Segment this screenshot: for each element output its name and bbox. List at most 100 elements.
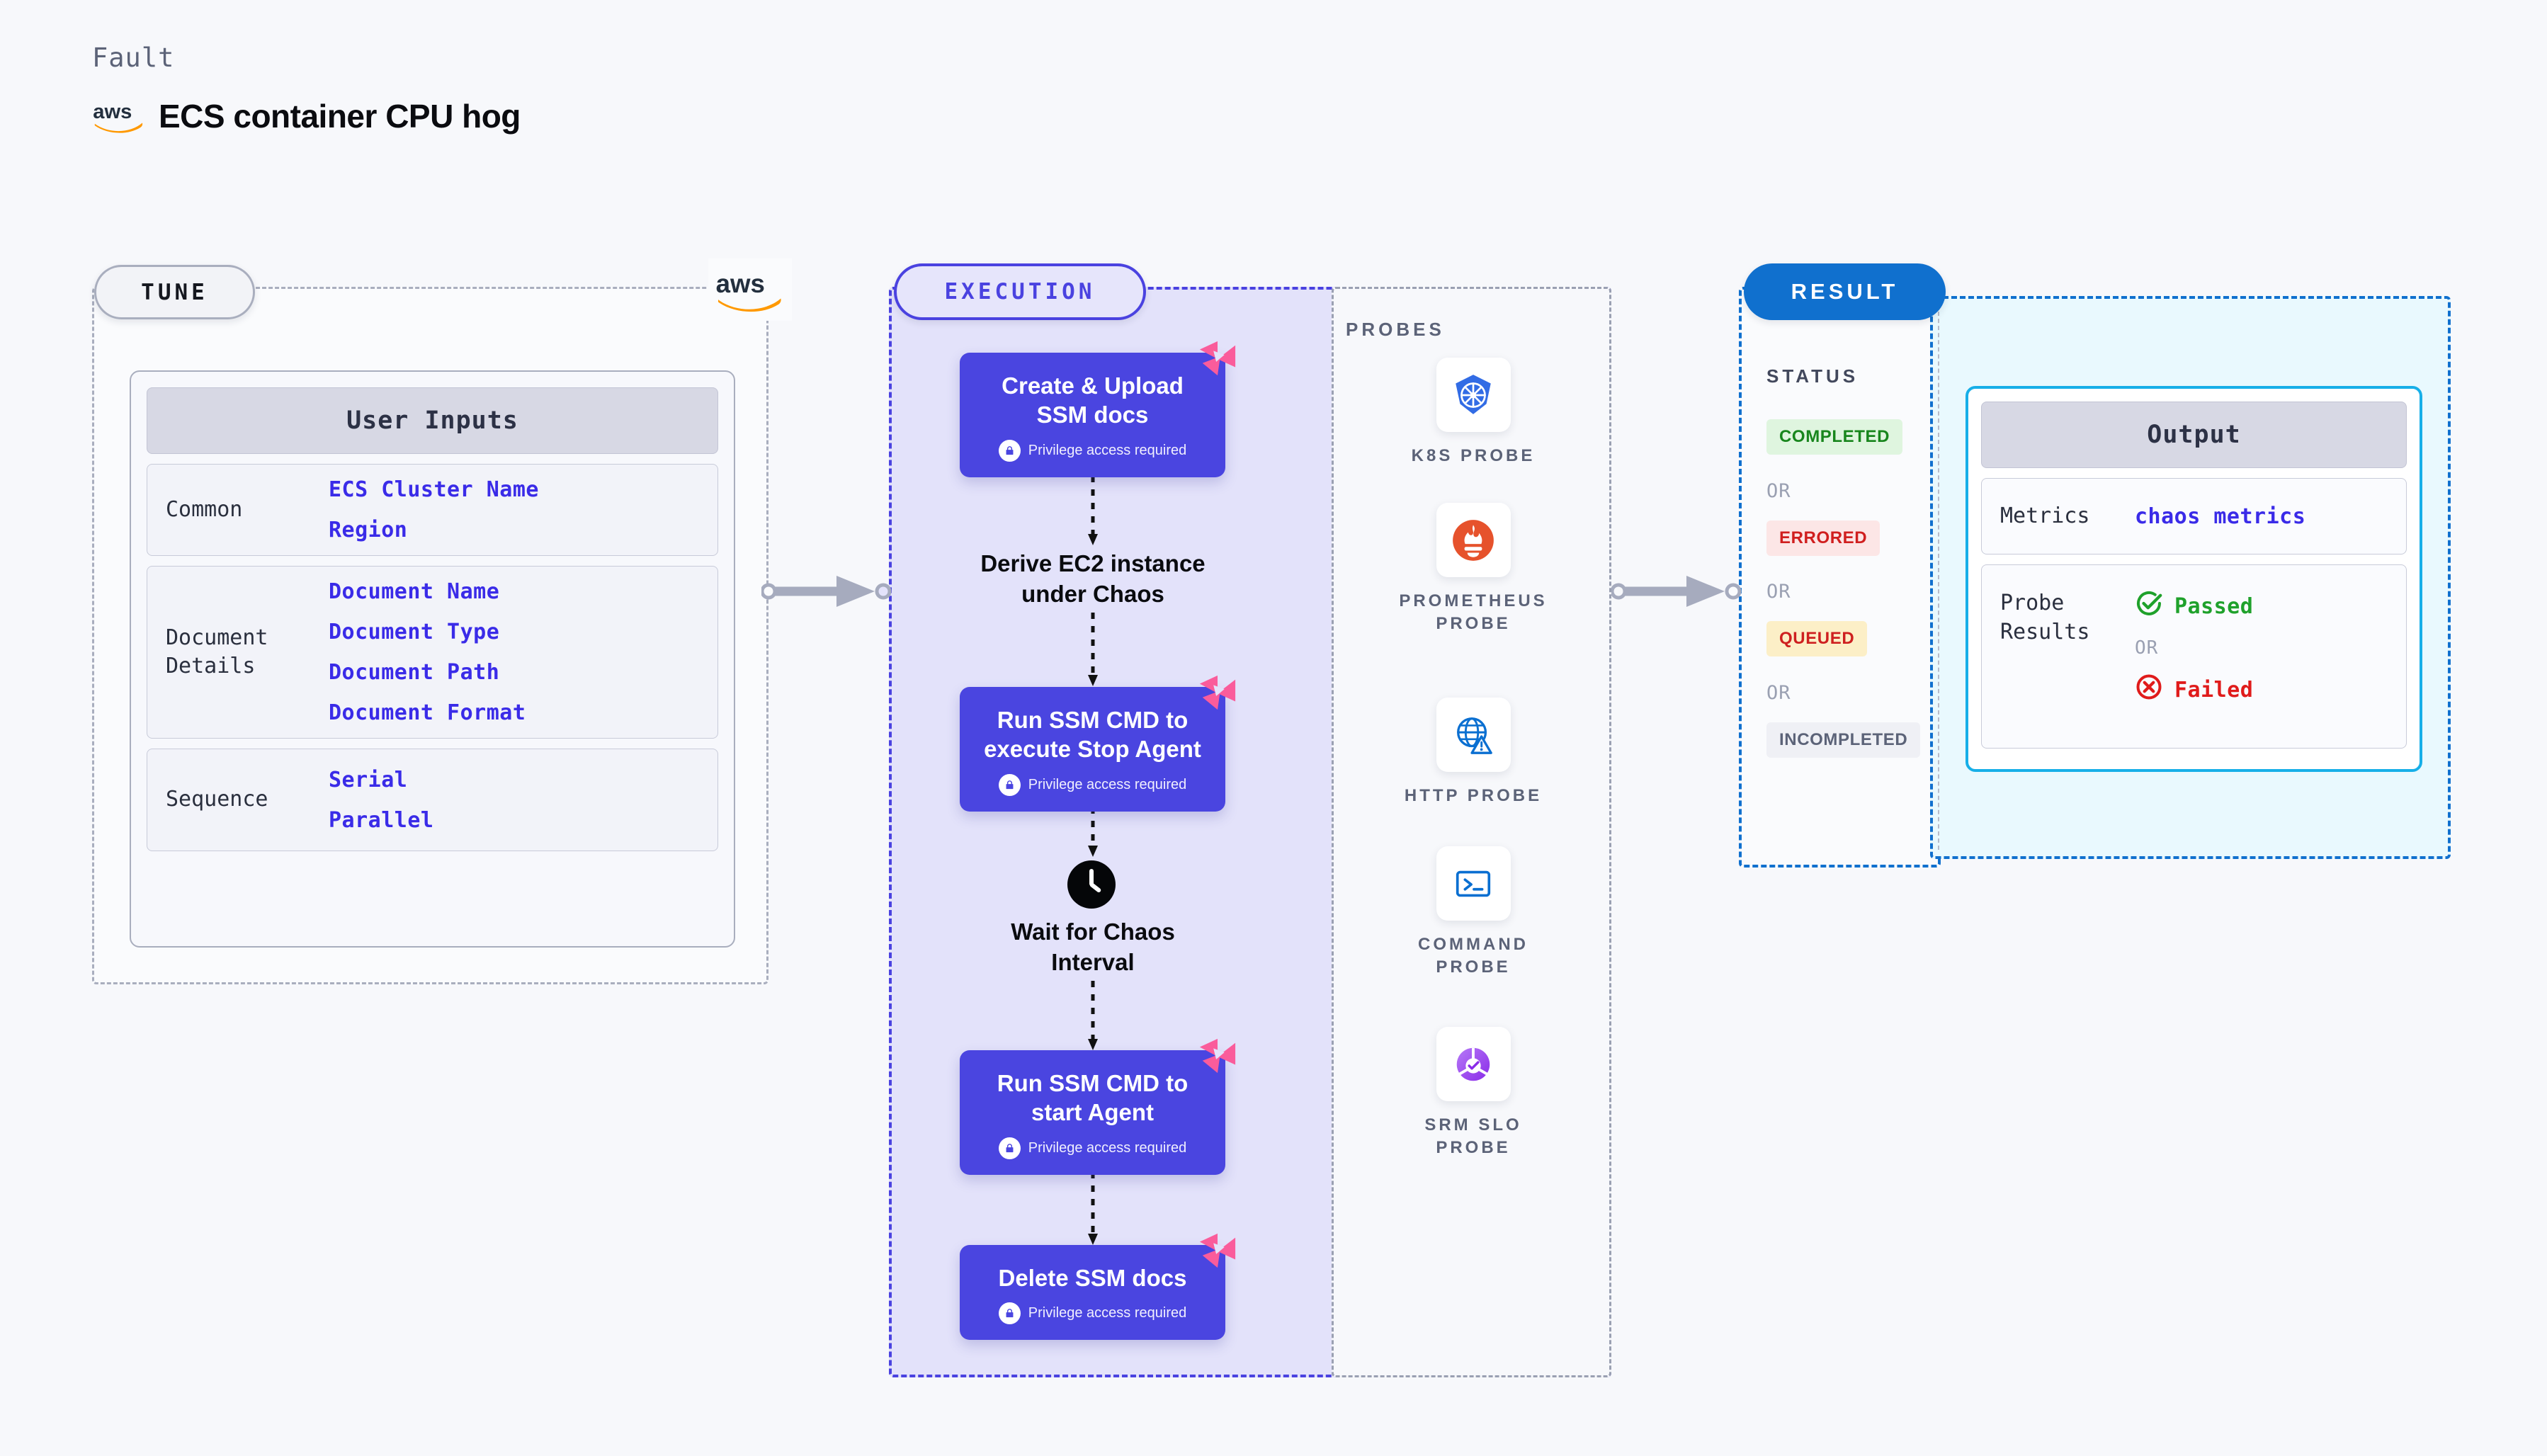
fault-eyebrow: Fault: [92, 42, 175, 73]
lock-icon: [998, 439, 1021, 462]
litmus-chaos-icon: [1197, 1036, 1238, 1076]
passed-label: Passed: [2174, 593, 2254, 619]
row-key: Metrics: [2000, 503, 2090, 528]
tune-row-sequence: Sequence Serial Parallel: [147, 749, 718, 851]
result-pill[interactable]: RESULT: [1744, 263, 1946, 320]
litmus-chaos-icon: [1197, 1231, 1238, 1270]
status-badge-incompleted: INCOMPLETED: [1766, 722, 1921, 758]
kubernetes-icon: [1436, 358, 1511, 432]
result-inner-divider: [1938, 305, 1939, 850]
aws-logo-icon: aws: [708, 258, 792, 321]
lock-icon: [998, 773, 1021, 796]
output-row-probe-results: Probe Results Passed OR: [1981, 564, 2407, 749]
row-key: Sequence: [166, 787, 268, 812]
user-inputs-card: User Inputs Common ECS Cluster Name Regi…: [130, 370, 735, 948]
privilege-text: Privilege access required: [1028, 1139, 1187, 1156]
probe-srm-slo[interactable]: SRM SLO PROBE: [1395, 1027, 1551, 1160]
probes-panel: [1332, 287, 1611, 1377]
node-title: Run SSM CMD to start Agent: [997, 1070, 1189, 1126]
tune-row-document-details: Document Details Document Name Document …: [147, 566, 718, 739]
row-key: Probe Results: [2000, 591, 2090, 644]
x-circle-icon: [2135, 673, 2163, 707]
probe-label: PROMETHEUS PROBE: [1399, 591, 1548, 634]
privilege-text: Privilege access required: [1028, 442, 1187, 458]
execution-node-wait-for-chaos-interval: Wait for Chaos Interval: [1011, 918, 1175, 975]
metrics-value[interactable]: chaos metrics: [2135, 504, 2306, 529]
privilege-note: Privilege access required: [998, 1302, 1187, 1325]
tune-value[interactable]: ECS Cluster Name: [329, 477, 539, 502]
tune-value[interactable]: Document Format: [329, 700, 526, 725]
user-inputs-title: User Inputs: [147, 387, 718, 454]
lock-icon: [998, 1137, 1021, 1159]
terminal-icon: [1436, 846, 1511, 921]
svg-text:aws: aws: [716, 269, 765, 298]
clock-icon: [1066, 859, 1117, 914]
privilege-note: Privilege access required: [998, 1137, 1187, 1159]
output-row-metrics: Metrics chaos metrics: [1981, 478, 2407, 554]
privilege-text: Privilege access required: [1028, 1305, 1187, 1321]
execution-pill[interactable]: EXECUTION: [894, 263, 1146, 320]
failed-label: Failed: [2174, 677, 2254, 703]
probe-result-passed: Passed: [2135, 589, 2253, 623]
execution-node-run-ssm-start-agent[interactable]: Run SSM CMD to start Agent Privilege acc…: [960, 1038, 1236, 1175]
row-key: Common: [166, 496, 243, 522]
execution-node-delete-ssm-docs[interactable]: Delete SSM docs Privilege access require…: [960, 1233, 1236, 1341]
tune-value[interactable]: Region: [329, 518, 408, 542]
or-separator: OR: [1766, 581, 1791, 603]
or-separator: OR: [1766, 480, 1791, 502]
output-title: Output: [1981, 402, 2407, 468]
probe-command[interactable]: COMMAND PROBE: [1395, 846, 1551, 979]
probe-label: COMMAND PROBE: [1418, 935, 1528, 977]
probe-prometheus[interactable]: PROMETHEUS PROBE: [1395, 503, 1551, 636]
flow-arrow: [1088, 476, 1098, 545]
check-circle-icon: [2135, 589, 2163, 623]
execution-node-run-ssm-stop-agent[interactable]: Run SSM CMD to execute Stop Agent Privil…: [960, 675, 1236, 812]
tune-value[interactable]: Document Type: [329, 620, 500, 644]
or-separator: OR: [1766, 682, 1791, 704]
flow-arrow: [1088, 613, 1098, 686]
litmus-chaos-icon: [1197, 339, 1238, 378]
srm-slo-icon: [1436, 1027, 1511, 1101]
tune-value[interactable]: Document Path: [329, 660, 500, 685]
flow-arrow: [1088, 981, 1098, 1050]
title-row: aws ECS container CPU hog: [92, 97, 521, 135]
output-card: Output Metrics chaos metrics Probe Resul…: [1965, 386, 2422, 772]
flow-arrow: [1088, 1172, 1098, 1245]
row-key: Document Details: [166, 625, 268, 679]
probe-label: HTTP PROBE: [1404, 786, 1543, 805]
probes-section-label: PROBES: [1346, 319, 1445, 340]
probe-http[interactable]: HTTP PROBE: [1395, 698, 1551, 807]
connector-tune-to-execution: [761, 576, 892, 607]
svg-text:aws: aws: [93, 101, 132, 123]
status-badge-completed: COMPLETED: [1766, 419, 1903, 455]
tune-value[interactable]: Document Name: [329, 579, 500, 604]
prometheus-icon: [1436, 503, 1511, 577]
privilege-note: Privilege access required: [998, 439, 1187, 462]
tune-pill[interactable]: TUNE: [94, 265, 255, 319]
page-header: Fault aws ECS container CPU hog: [92, 42, 521, 135]
tune-value[interactable]: Serial: [329, 767, 408, 792]
tune-row-common: Common ECS Cluster Name Region: [147, 464, 718, 556]
status-section-label: STATUS: [1766, 365, 1859, 387]
or-separator: OR: [2135, 637, 2159, 659]
probe-k8s[interactable]: K8S PROBE: [1395, 358, 1551, 467]
privilege-text: Privilege access required: [1028, 776, 1187, 792]
status-badge-queued: QUEUED: [1766, 621, 1868, 656]
privilege-note: Privilege access required: [998, 773, 1187, 796]
probe-result-failed: Failed: [2135, 673, 2253, 707]
execution-node-derive-ec2-instance: Derive EC2 instance under Chaos: [980, 550, 1206, 607]
lock-icon: [998, 1302, 1021, 1325]
execution-node-create-upload-ssm-docs[interactable]: Create & Upload SSM docs Privilege acces…: [960, 341, 1236, 477]
probe-label: K8S PROBE: [1411, 446, 1536, 465]
tune-panel: User Inputs Common ECS Cluster Name Regi…: [92, 287, 768, 984]
http-globe-icon: [1436, 698, 1511, 772]
flow-arrow: [1088, 807, 1098, 857]
probe-label: SRM SLO PROBE: [1424, 1115, 1522, 1158]
node-title: Create & Upload SSM docs: [1002, 372, 1184, 428]
aws-logo-icon: aws: [92, 98, 146, 134]
litmus-chaos-icon: [1197, 673, 1238, 712]
node-title: Delete SSM docs: [998, 1265, 1187, 1291]
connector-execution-to-result: [1611, 576, 1742, 607]
node-title: Run SSM CMD to execute Stop Agent: [984, 707, 1201, 763]
tune-value[interactable]: Parallel: [329, 807, 434, 833]
